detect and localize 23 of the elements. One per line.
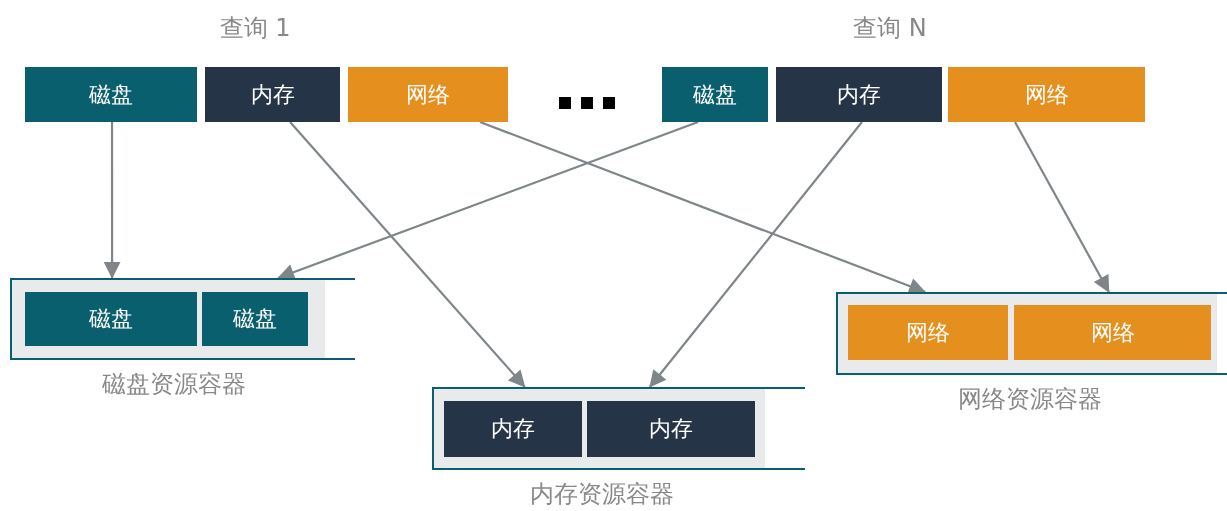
query-heading: 查询 N bbox=[853, 13, 927, 44]
resource-block: 内存 bbox=[205, 67, 340, 122]
resource-block: 网络 bbox=[1014, 305, 1211, 360]
container-caption: 内存资源容器 bbox=[529, 479, 674, 510]
resource-block: 磁盘 bbox=[25, 292, 197, 346]
arrow bbox=[277, 120, 699, 281]
arrow bbox=[289, 121, 526, 388]
arrow bbox=[103, 122, 121, 279]
resource-block: 内存 bbox=[587, 401, 755, 457]
resource-block: 网络 bbox=[348, 67, 508, 122]
container-caption: 网络资源容器 bbox=[957, 384, 1102, 415]
resource-block: 内存 bbox=[444, 401, 582, 457]
resource-block: 网络 bbox=[848, 305, 1008, 360]
query-heading: 查询 1 bbox=[219, 13, 291, 44]
resource-block: 磁盘 bbox=[662, 67, 768, 122]
resource-block: 磁盘 bbox=[25, 67, 197, 122]
resource-block: 磁盘 bbox=[202, 292, 308, 346]
container-caption: 磁盘资源容器 bbox=[102, 369, 247, 400]
arrow bbox=[479, 120, 926, 295]
resource-block: 内存 bbox=[776, 67, 942, 122]
arrow bbox=[1014, 121, 1110, 293]
resource-block: 网络 bbox=[948, 67, 1145, 122]
arrow bbox=[648, 121, 863, 388]
